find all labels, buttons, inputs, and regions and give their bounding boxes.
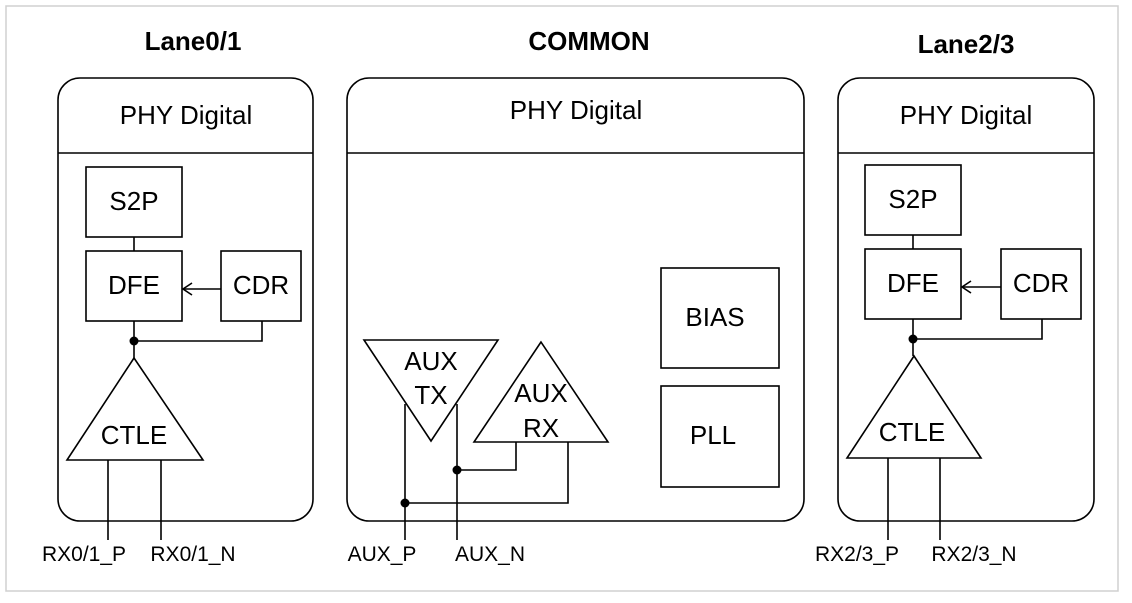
aux-rx-label-line1: AUX xyxy=(514,378,567,408)
aux-n-junction-dot xyxy=(452,465,462,475)
lane23-title: Lane2/3 xyxy=(918,29,1015,59)
lane01-ctle-amplifier xyxy=(65,356,205,461)
lane01-pin-p-label: RX0/1_P xyxy=(42,543,126,566)
aux-tx-label-line1: AUX xyxy=(404,346,457,376)
lane23-container xyxy=(837,77,1095,522)
aux-tx-driver xyxy=(362,339,500,443)
lane23-dfe-label: DFE xyxy=(887,268,939,298)
lane23-ctle-label: CTLE xyxy=(879,417,945,447)
pll-block xyxy=(660,385,780,488)
lane01-pin-n-label: RX0/1_N xyxy=(150,543,235,566)
common-title: COMMON xyxy=(528,26,649,56)
lane23-arrow-head xyxy=(960,280,972,294)
lane01-title: Lane0/1 xyxy=(145,26,242,56)
lane01-section: Lane0/1 PHY Digital S2P DFE CDR CTLE RX0… xyxy=(42,26,314,566)
lane01-phy-digital-label: PHY Digital xyxy=(120,100,252,130)
lane01-s2p-block xyxy=(85,166,183,238)
outer-frame xyxy=(5,5,1119,592)
lane23-s2p-block xyxy=(864,164,962,236)
lane23-ctle-amplifier xyxy=(845,354,983,459)
lane23-dfe-block xyxy=(864,248,962,320)
pll-label: PLL xyxy=(690,420,736,450)
aux-tx-label-line2: TX xyxy=(414,380,447,410)
aux-p-junction-dot xyxy=(400,498,410,508)
lane01-arrow-head xyxy=(181,282,193,296)
lane01-s2p-label: S2P xyxy=(109,186,158,216)
lane23-pin-p-label: RX2/3_P xyxy=(815,543,899,566)
lane23-pin-n-label: RX2/3_N xyxy=(931,543,1016,566)
aux-rx-n-wire xyxy=(457,442,517,471)
lane01-cdr-block xyxy=(220,250,302,322)
lane23-s2p-label: S2P xyxy=(888,184,937,214)
lane01-cdr-label: CDR xyxy=(233,270,289,300)
common-container xyxy=(346,77,805,522)
lane01-container xyxy=(57,77,314,522)
lane23-cdr-feedback-wire xyxy=(913,319,1043,340)
common-phy-digital-label: PHY Digital xyxy=(510,95,642,125)
lane01-junction-dot xyxy=(129,336,139,346)
bias-block xyxy=(660,267,780,369)
lane01-dfe-block xyxy=(85,250,183,322)
lane23-junction-dot xyxy=(908,334,918,344)
lane23-phy-digital-label: PHY Digital xyxy=(900,100,1032,130)
aux-n-pin-label: AUX_N xyxy=(455,543,525,566)
common-section: COMMON PHY Digital AUX TX AUX RX BIAS PL… xyxy=(346,26,805,566)
lane23-cdr-label: CDR xyxy=(1013,268,1069,298)
aux-rx-receiver xyxy=(472,340,610,443)
aux-rx-p-wire xyxy=(405,442,569,504)
lane23-cdr-block xyxy=(1000,248,1082,320)
lane01-dfe-label: DFE xyxy=(108,270,160,300)
lane01-ctle-label: CTLE xyxy=(101,420,167,450)
aux-p-pin-label: AUX_P xyxy=(348,543,417,566)
aux-rx-label-line2: RX xyxy=(523,413,559,443)
lane23-section: Lane2/3 PHY Digital S2P DFE CDR CTLE RX2… xyxy=(815,29,1095,566)
lane01-cdr-feedback-wire xyxy=(134,321,263,342)
bias-label: BIAS xyxy=(685,302,744,332)
